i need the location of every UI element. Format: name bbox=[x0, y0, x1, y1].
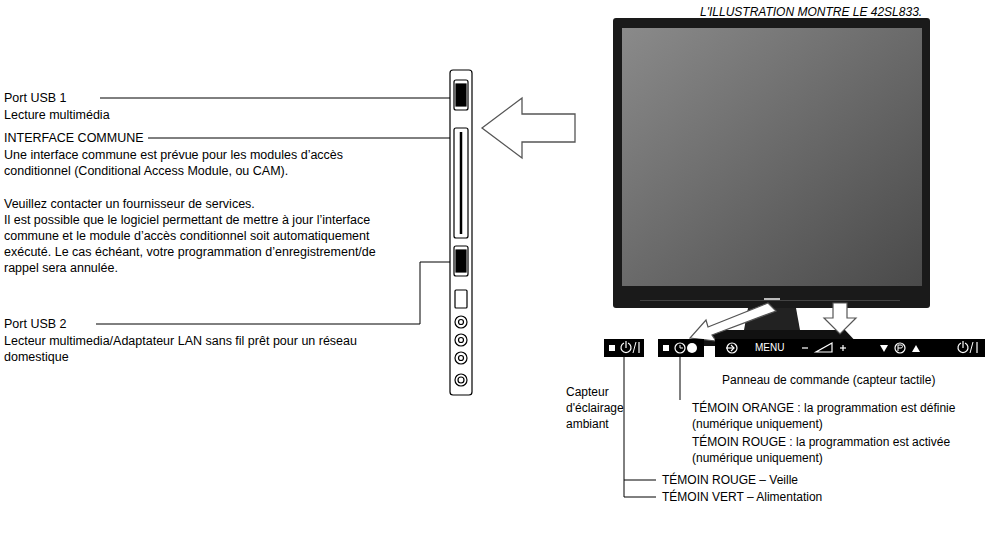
control-panel: MENU bbox=[715, 339, 985, 357]
indicator-note: TÉMOIN VERT – Alimentation bbox=[662, 489, 962, 505]
indicator-note: TÉMOIN ORANGE : la programmation est déf… bbox=[692, 400, 977, 432]
panel-name: Panneau de commande (capteur tactile) bbox=[722, 372, 984, 388]
indicator-note: TÉMOIN ROUGE : la programmation est acti… bbox=[692, 434, 977, 466]
note: Une interface commune est prévue pour le… bbox=[4, 147, 404, 179]
part-name: INTERFACE COMMUNE bbox=[4, 130, 404, 146]
side-panel bbox=[450, 70, 472, 395]
tv-illustration bbox=[613, 18, 930, 346]
button-label: MENU bbox=[755, 339, 985, 357]
port-description: Lecteur multimedia/Adaptateur LAN sans f… bbox=[4, 333, 404, 365]
caption-note: L'ILLUSTRATION MONTRE LE 42SL833. bbox=[700, 4, 980, 20]
indicator-panel bbox=[604, 339, 704, 357]
note: Il est possible que le logiciel permetta… bbox=[4, 212, 404, 276]
pointer-arrow bbox=[690, 303, 856, 341]
indicator-note: TÉMOIN ROUGE – Veille bbox=[662, 472, 962, 488]
port-name: Port USB 2 bbox=[4, 316, 404, 332]
port-name: Port USB 1 bbox=[4, 90, 404, 106]
sensor-name: Capteur d'éclairage ambiant bbox=[566, 384, 661, 432]
pointer-arrow bbox=[482, 98, 575, 158]
note: Veuillez contacter un fournisseur de ser… bbox=[4, 196, 404, 212]
port-description: Lecture multimédia bbox=[4, 107, 404, 123]
